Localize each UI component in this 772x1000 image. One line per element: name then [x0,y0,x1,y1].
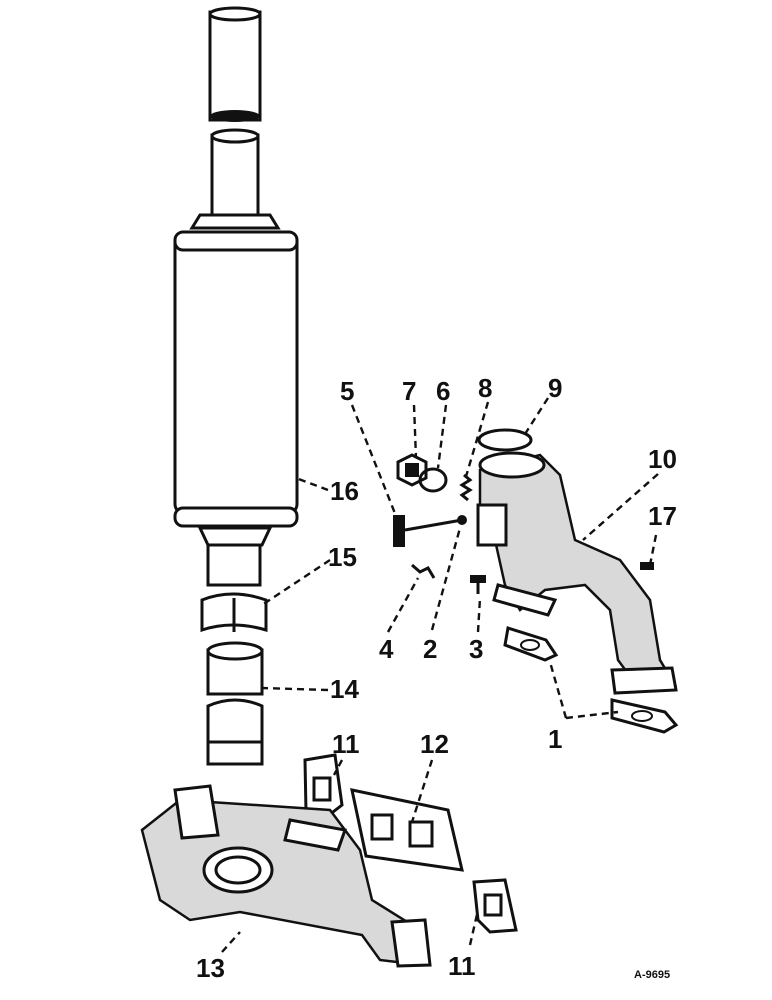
gasket-12 [350,788,464,872]
callout-4: 4 [379,634,394,664]
callout-10: 10 [648,444,677,474]
callout-7: 7 [402,376,416,406]
callout-6: 6 [436,376,450,406]
nut-7 [396,453,428,487]
ring-6 [418,467,448,493]
callout-12: 12 [420,729,449,759]
spring-4 [411,563,436,579]
callout-labels: 1 2 3 4 5 6 7 8 9 10 11 11 12 13 14 15 1… [196,373,677,983]
callout-8: 8 [478,373,492,403]
callout-2: 2 [423,634,437,664]
callout-15: 15 [328,542,357,572]
muffler-clamp-15 [200,592,268,633]
muffler-16 [173,213,299,587]
callout-11-lower: 11 [448,951,476,981]
gasket-11-lower [472,878,518,934]
bolt-3 [470,575,486,594]
gasket-11-upper [303,753,344,824]
tail-pipe-stub [210,128,260,217]
drawing-code: A-9695 [634,969,670,981]
tail-pipe-upper [208,6,262,122]
adapter-pipe-14 [206,641,264,766]
heat-valve-cover-9 [477,428,533,452]
callout-3: 3 [469,634,483,664]
spring-8 [459,473,473,502]
manifold-10 [476,451,678,695]
gasket-1b [610,698,679,734]
exhaust-manifold-13 [140,784,432,968]
callout-17: 17 [648,501,677,531]
leader-lines [221,397,659,953]
callout-1: 1 [548,724,562,754]
screw-17 [640,562,654,570]
gasket-1a [503,626,559,662]
callout-16: 16 [330,476,359,506]
callout-14: 14 [330,674,359,704]
callout-9: 9 [548,373,562,403]
callout-11-upper: 11 [332,729,360,759]
callout-13: 13 [196,953,225,983]
callout-5: 5 [340,376,354,406]
shaft-lever-5 [393,515,467,547]
